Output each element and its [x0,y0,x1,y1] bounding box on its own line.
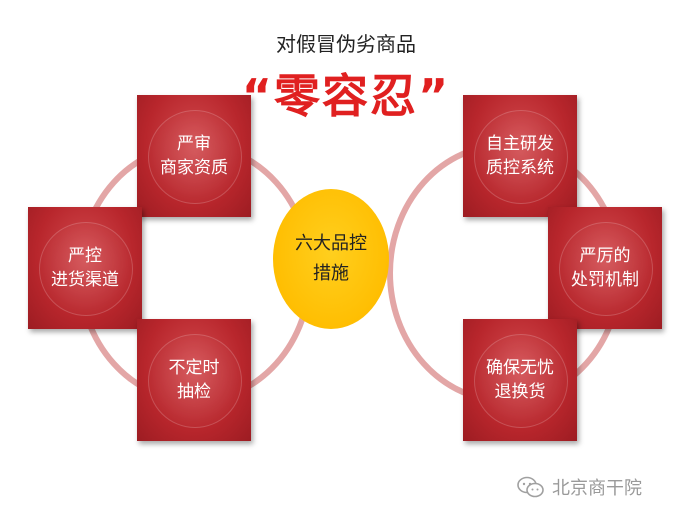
slogan: “零容忍” [241,69,451,123]
measure-penalty: 严厉的 处罚机制 [548,207,662,329]
measure-line: 退换货 [494,382,546,402]
measure-random-inspection: 不定时 抽检 [137,319,251,441]
watermark: 北京商干院 [516,474,642,500]
measure-line: 抽检 [177,382,211,402]
measure-line: 不定时 [168,358,220,378]
measure-line: 严审 [177,134,211,154]
measure-line: 严厉的 [579,246,631,266]
measure-line: 进货渠道 [51,270,119,290]
hub-line-1: 六大品控 [295,233,367,254]
measure-merchant-review: 严审 商家资质 [137,95,251,217]
measure-line: 严控 [68,246,102,266]
measure-line: 商家资质 [160,158,228,178]
measure-line: 处罚机制 [571,270,639,290]
hub-line-2: 措施 [313,263,349,284]
watermark-text: 北京商干院 [552,478,642,499]
measure-line: 质控系统 [486,158,554,178]
measure-return-guarantee: 确保无忧 退换货 [463,319,577,441]
subtitle: 对假冒伪劣商品 [276,32,416,56]
measure-channel-control: 严控 进货渠道 [28,207,142,329]
measure-line: 自主研发 [486,134,554,154]
wechat-icon [517,476,544,498]
measure-line: 确保无忧 [486,358,554,378]
hub-circle: 六大品控 措施 [273,189,389,329]
measure-rd-system: 自主研发 质控系统 [463,95,577,217]
